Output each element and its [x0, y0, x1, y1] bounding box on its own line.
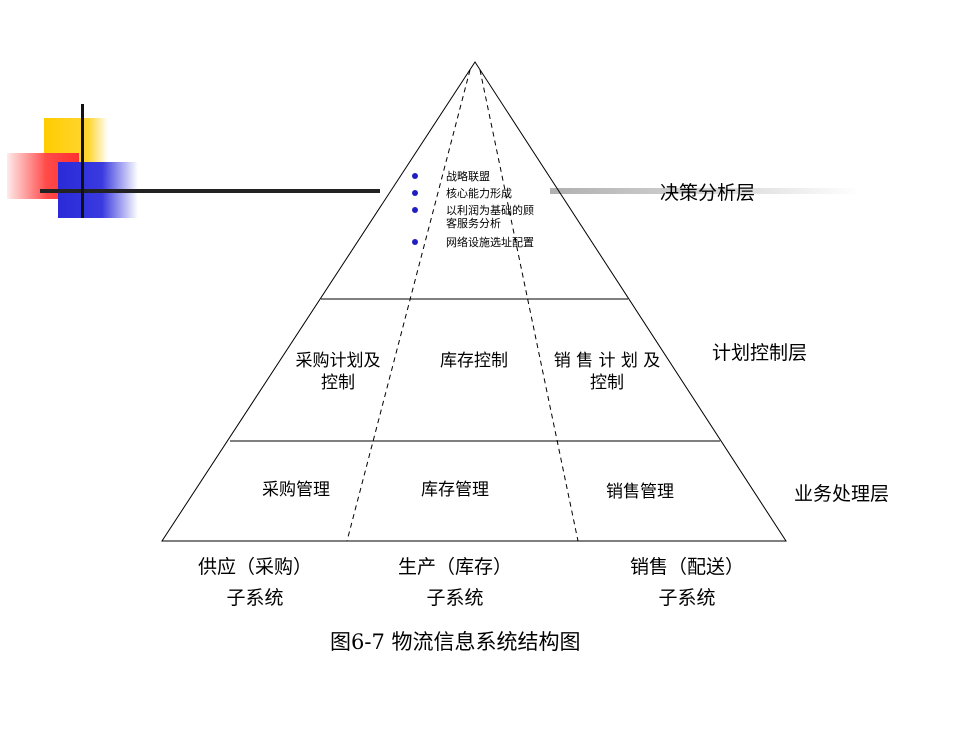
- subsystem-line2: 子系统: [658, 587, 716, 609]
- layer-label-planning: 计划控制层: [712, 342, 808, 364]
- decision-item: 核心能力形成: [412, 187, 572, 200]
- operation-cell-inventory: 库存管理: [421, 480, 489, 500]
- decision-item: 战略联盟: [412, 170, 572, 183]
- subsystem-sales: 销售（配送） 子系统: [612, 552, 762, 614]
- planning-cell-line1: 库存控制: [440, 351, 508, 371]
- decision-item-list: 战略联盟 核心能力形成 以利润为基础的顾 客服务分析 网络设施选址配置: [412, 170, 572, 253]
- decor-horizontal-line: [40, 189, 380, 193]
- planning-cell-sales: 销 售 计 划 及 控制: [542, 350, 672, 394]
- bullet-dot: [412, 207, 418, 213]
- planning-cell-line1: 销 售 计 划 及: [553, 351, 661, 371]
- decision-item: 网络设施选址配置: [412, 236, 572, 249]
- subsystem-line1: 生产（库存）: [397, 556, 512, 578]
- subsystem-line2: 子系统: [426, 587, 484, 609]
- pyramid-dashed-right: [479, 69, 579, 542]
- subsystem-supply: 供应（采购） 子系统: [180, 552, 330, 614]
- decision-item: 以利润为基础的顾 客服务分析: [412, 204, 572, 230]
- decision-item-text-line2: 客服务分析: [446, 217, 501, 230]
- bullet-dot: [412, 190, 418, 196]
- operation-cell-sales: 销售管理: [606, 482, 674, 502]
- planning-cell-purchase: 采购计划及 控制: [288, 350, 388, 394]
- decision-item-text: 战略联盟: [446, 170, 490, 183]
- figure-caption: 图6-7 物流信息系统结构图: [330, 630, 581, 654]
- pyramid-outline: [161, 61, 787, 542]
- planning-cell-line2: 控制: [321, 373, 355, 393]
- bullet-dot: [412, 173, 418, 179]
- decor-vertical-line: [81, 104, 84, 218]
- subsystem-line2: 子系统: [226, 587, 284, 609]
- operation-cell-purchase: 采购管理: [262, 480, 330, 500]
- planning-cell-line1: 采购计划及: [295, 351, 381, 371]
- subsystem-line1: 销售（配送）: [629, 556, 744, 578]
- subsystem-line1: 供应（采购）: [197, 556, 312, 578]
- decision-item-text: 网络设施选址配置: [446, 236, 534, 249]
- decision-item-text: 核心能力形成: [446, 187, 512, 200]
- layer-label-operation: 业务处理层: [794, 483, 890, 505]
- decision-item-text-line1: 以利润为基础的顾: [446, 204, 534, 217]
- pyramid-dashed-left: [346, 69, 471, 542]
- planning-cell-line2: 控制: [590, 373, 624, 393]
- subsystem-production: 生产（库存） 子系统: [380, 552, 530, 614]
- decor-fade-line: [550, 188, 860, 194]
- planning-cell-inventory: 库存控制: [424, 350, 524, 372]
- layer-label-decision: 决策分析层: [660, 182, 756, 204]
- bullet-dot: [412, 239, 418, 245]
